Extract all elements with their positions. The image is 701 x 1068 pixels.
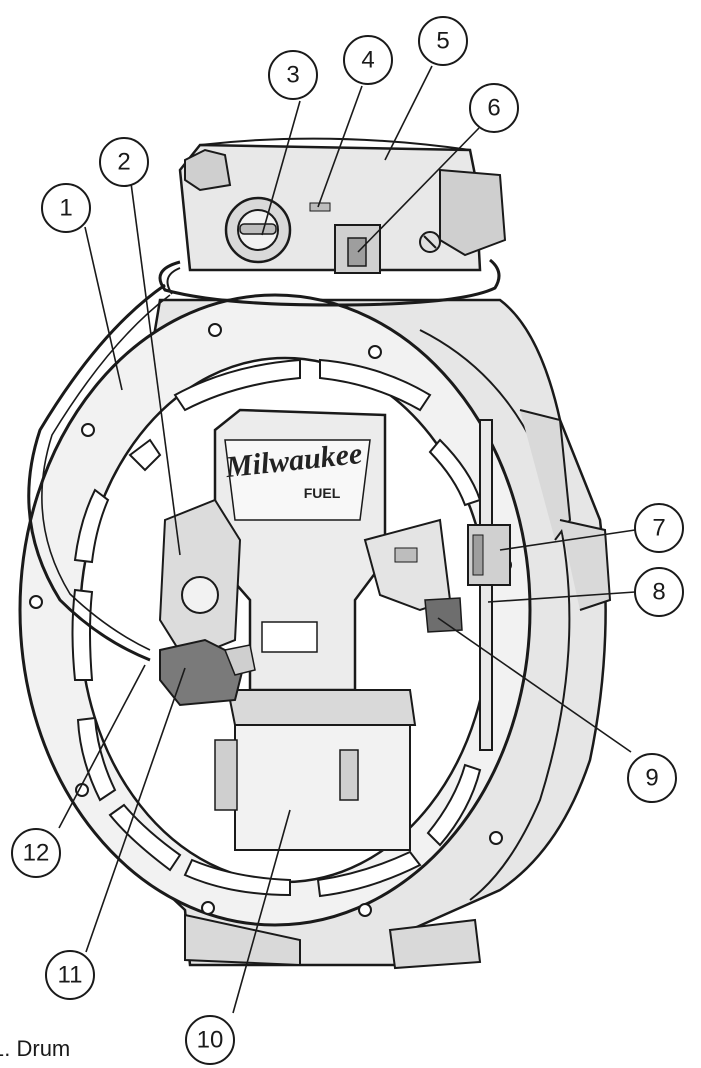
leader-lines — [58, 65, 636, 1014]
callout-8: 8 — [634, 567, 684, 617]
svg-text:2: 2 — [117, 149, 130, 176]
svg-text:4: 4 — [361, 47, 374, 74]
svg-text:7: 7 — [652, 515, 665, 542]
callout-2: 2 — [99, 137, 149, 187]
svg-text:9: 9 — [645, 765, 658, 792]
legend-item-label: Drum — [16, 1036, 71, 1061]
callout-12: 12 — [11, 828, 61, 878]
svg-text:3: 3 — [286, 62, 299, 89]
push-cable — [27, 283, 166, 662]
callout-4: 4 — [343, 35, 393, 85]
inner-assembly — [158, 408, 511, 851]
legend-item-number: 1. — [0, 1036, 11, 1061]
svg-text:12: 12 — [23, 840, 50, 867]
callout-6: 6 — [469, 83, 519, 133]
svg-text:1: 1 — [59, 195, 72, 222]
control-module — [158, 137, 507, 307]
callout-3: 3 — [268, 50, 318, 100]
svg-text:5: 5 — [436, 28, 449, 55]
callout-9: 9 — [627, 753, 677, 803]
callout-1: 1 — [41, 183, 91, 233]
svg-text:10: 10 — [197, 1027, 224, 1054]
svg-text:6: 6 — [487, 95, 500, 122]
legend-item-drum: 1. Drum — [0, 1036, 70, 1062]
callout-7: 7 — [634, 503, 684, 553]
svg-text:11: 11 — [58, 962, 83, 989]
callout-5: 5 — [418, 16, 468, 66]
callout-11: 11 — [45, 950, 95, 1000]
callout-10: 10 — [185, 1015, 235, 1065]
brand-sub-logo: FUEL — [304, 485, 341, 501]
svg-text:8: 8 — [652, 579, 665, 606]
